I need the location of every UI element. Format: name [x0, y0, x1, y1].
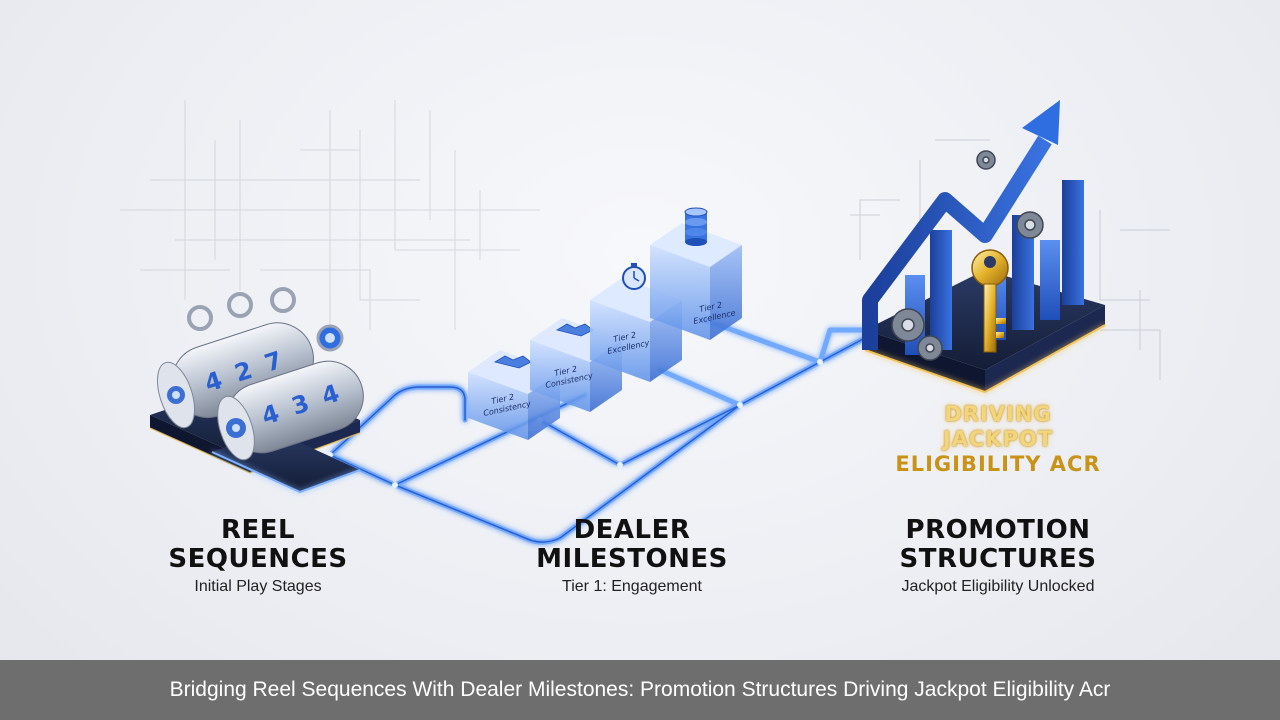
- section-subtitle: Jackpot Eligibility Unlocked: [848, 578, 1148, 596]
- circuit-lines-left: [120, 100, 540, 330]
- caption-text: Bridging Reel Sequences With Dealer Mile…: [170, 678, 1111, 702]
- section-subtitle: Initial Play Stages: [128, 578, 388, 596]
- section-subtitle: Tier 1: Engagement: [502, 578, 762, 596]
- section-title: MILESTONES: [502, 545, 762, 574]
- dealer-milestones-label: DEALER MILESTONES Tier 1: Engagement: [502, 516, 762, 596]
- section-title: REEL: [128, 516, 388, 545]
- promotion-structures-label: PROMOTION STRUCTURES Jackpot Eligibility…: [848, 516, 1148, 596]
- tier-box: Tier 2 Excellence: [650, 208, 742, 340]
- reel-sequences-label: REEL SEQUENCES Initial Play Stages: [128, 516, 388, 596]
- promotion-structures-module: [865, 100, 1105, 392]
- gold-text-line1: DRIVING: [868, 402, 1128, 427]
- section-title: STRUCTURES: [848, 545, 1148, 574]
- caption-bar: Bridging Reel Sequences With Dealer Mile…: [0, 660, 1280, 720]
- section-title: PROMOTION: [848, 516, 1148, 545]
- dealer-milestones-module: Tier 2 Consistency Tier 2 Consistency Ti…: [468, 208, 742, 440]
- section-title: DEALER: [502, 516, 762, 545]
- reel-sequences-module: 4 2 7 4 3 4: [150, 289, 372, 492]
- jackpot-eligibility-text: DRIVING JACKPOT ELIGIBILITY ACR: [868, 402, 1128, 477]
- chip-stack-icon: [685, 208, 707, 246]
- section-title: SEQUENCES: [128, 545, 388, 574]
- gold-text-line2: JACKPOT: [868, 427, 1128, 452]
- gold-text-line3: ELIGIBILITY ACR: [868, 452, 1128, 477]
- stopwatch-icon: [623, 263, 645, 289]
